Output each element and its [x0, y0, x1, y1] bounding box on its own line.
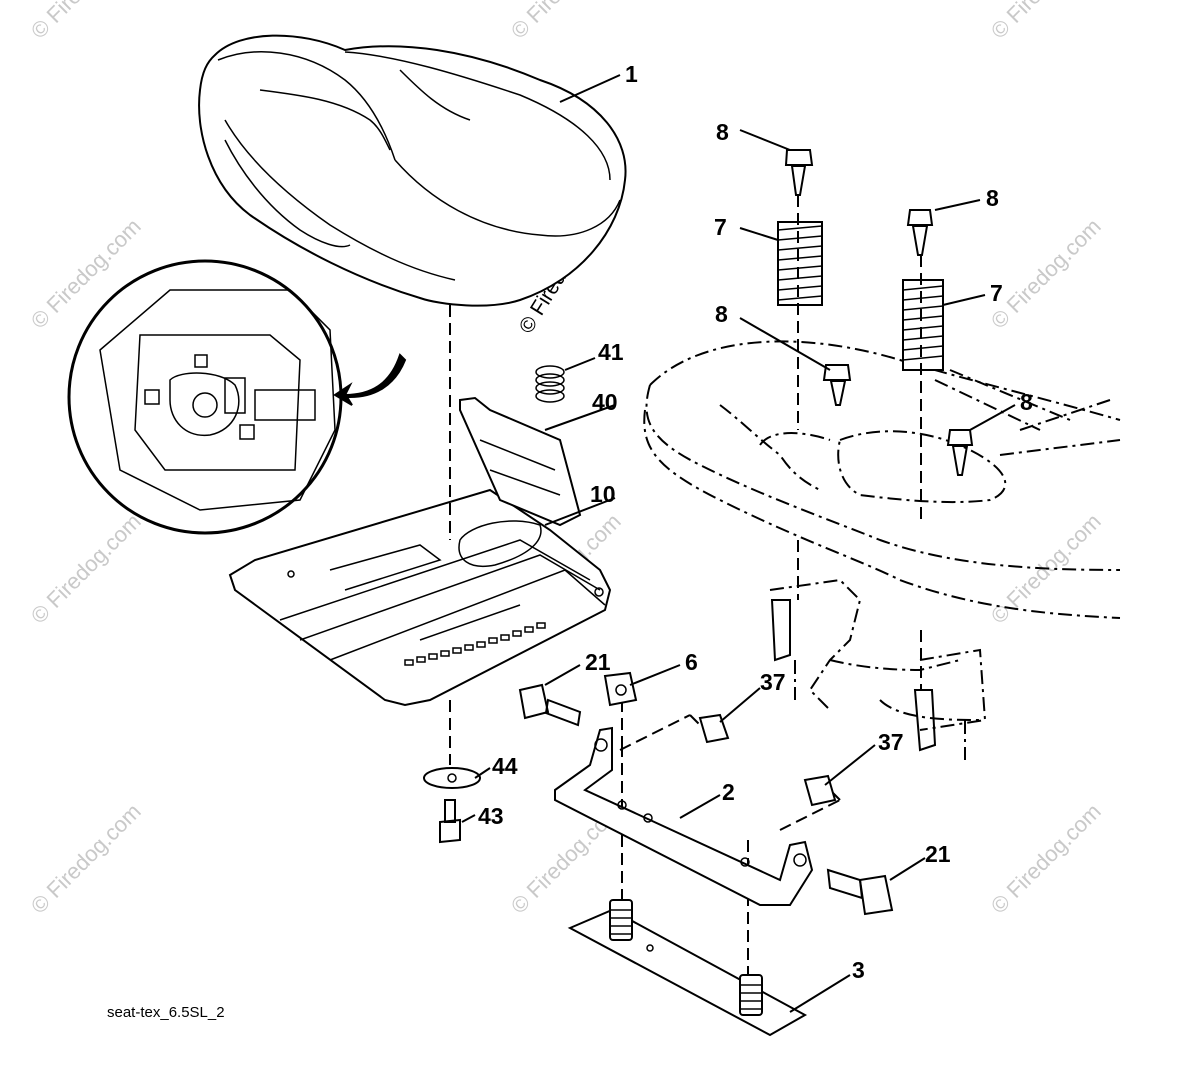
- spring-left-part: [777, 221, 823, 306]
- watermark: © Firedog.com: [986, 214, 1106, 334]
- base-plate-part: [567, 899, 808, 1037]
- detail-inset: [67, 259, 407, 535]
- callout-37: 37: [760, 669, 786, 695]
- callout-44: 44: [492, 753, 518, 779]
- callout-21: 21: [585, 649, 611, 675]
- watermark: © Firedog.com: [26, 799, 146, 919]
- frame-outline: [643, 340, 1121, 760]
- callout-2: 2: [722, 779, 735, 805]
- callout-37: 37: [878, 729, 904, 755]
- callout-21: 21: [925, 841, 951, 867]
- seat-part: [198, 34, 627, 307]
- callout-8: 8: [986, 185, 999, 211]
- callout-1: 1: [625, 61, 638, 87]
- callout-labels: 1 8 7 8 7 8 8 41 40 10 21 6 37 37 44 43 …: [478, 61, 1033, 983]
- callout-7: 7: [714, 214, 727, 240]
- assembly-lines: [449, 195, 922, 975]
- hardware-parts: [423, 671, 894, 916]
- callout-10: 10: [590, 481, 616, 507]
- callout-3: 3: [852, 957, 865, 983]
- callout-8: 8: [716, 119, 729, 145]
- seat-plate-part: [228, 488, 612, 707]
- bolt-parts: [784, 149, 974, 476]
- watermark: © Firedog.com: [506, 0, 626, 44]
- watermark: © Firedog.com: [26, 0, 146, 44]
- spring-right-part: [902, 279, 944, 371]
- callout-43: 43: [478, 803, 504, 829]
- callout-8: 8: [715, 301, 728, 327]
- diagram-caption: seat-tex_6.5SL_2: [107, 1004, 225, 1021]
- watermark: © Firedog.com: [26, 509, 146, 629]
- leader-lines: [461, 74, 1016, 1013]
- callout-40: 40: [592, 389, 618, 415]
- watermark: © Firedog.com: [986, 799, 1106, 919]
- callout-41: 41: [598, 339, 624, 365]
- callout-7: 7: [990, 280, 1003, 306]
- watermark: © Firedog.com: [986, 0, 1106, 44]
- callout-8: 8: [1020, 389, 1033, 415]
- slot-row: [404, 622, 546, 666]
- latch-part: [459, 396, 582, 527]
- callout-6: 6: [685, 649, 698, 675]
- spring-small-part: [535, 365, 565, 403]
- mount-bracket-part: [554, 726, 814, 906]
